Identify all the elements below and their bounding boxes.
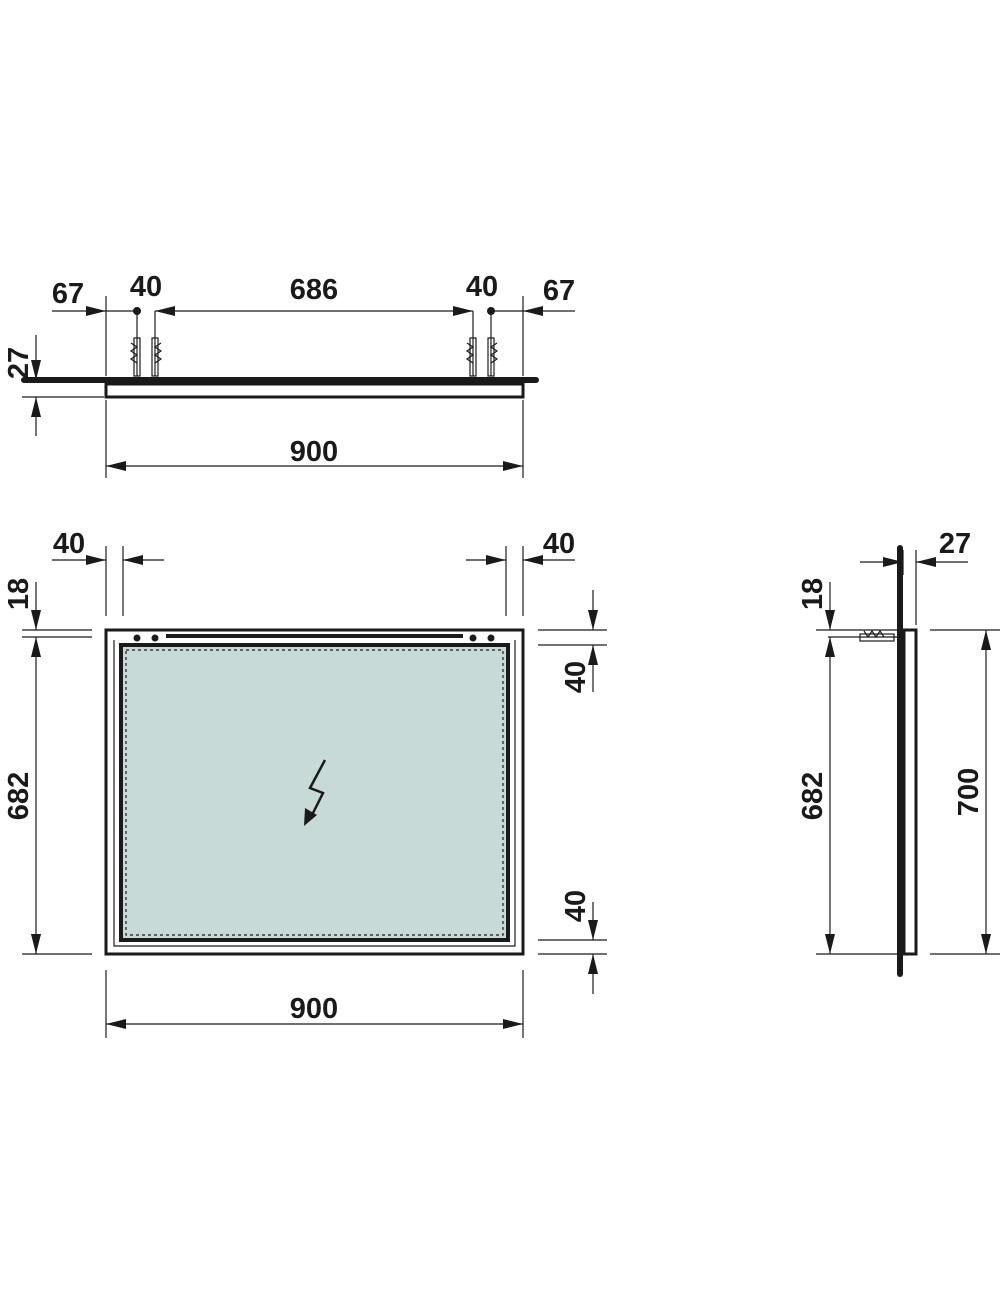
front-dim-bottom-band: 40 (560, 890, 592, 922)
lightning-bolt-icon (304, 759, 327, 826)
top-dim-right-spacing: 40 (466, 271, 498, 303)
mirror-outer-frame (104, 628, 525, 956)
side-wall-plug (828, 629, 898, 642)
top-dim-left-spacing: 40 (130, 271, 162, 303)
top-dim-left-margin: 67 (52, 278, 84, 310)
side-view-frame (902, 628, 918, 956)
side-dim-height: 682 (797, 772, 829, 820)
wall-plug-right-2 (487, 307, 499, 377)
top-dim-right-margin: 67 (543, 275, 575, 307)
side-dim-depth: 27 (939, 528, 971, 560)
side-view: 27 18 682 700 (797, 528, 1000, 977)
front-dim-right-inset: 40 (543, 528, 575, 560)
top-view: 67 40 686 40 67 27 900 (3, 271, 575, 478)
wall-plug-left-2 (151, 311, 163, 377)
mounting-hole-4 (487, 634, 495, 642)
mounting-hole-1 (133, 634, 141, 642)
top-dim-center: 686 (290, 274, 338, 306)
front-dim-top-offset: 18 (3, 578, 35, 610)
front-dim-top-band: 40 (560, 661, 592, 693)
mirror-dotted-border (125, 649, 504, 936)
mirror-glass (119, 643, 510, 942)
wall-plug-left-1 (129, 307, 141, 377)
wall-plug-right-1 (465, 311, 477, 377)
mirror-led-strip (113, 640, 516, 947)
front-dim-left-inset: 40 (53, 528, 85, 560)
mounting-hole-3 (469, 634, 477, 642)
top-dim-width: 900 (290, 436, 338, 468)
top-view-mirror-frame (104, 382, 525, 399)
front-view: 40 40 18 682 40 40 900 (3, 528, 607, 1038)
mounting-hole-2 (151, 634, 159, 642)
side-dim-total-height: 700 (953, 768, 985, 816)
top-dim-thickness: 27 (3, 347, 35, 379)
side-dim-top-offset: 18 (797, 578, 829, 610)
front-dim-height: 682 (3, 772, 35, 820)
front-dim-width: 900 (290, 993, 338, 1025)
